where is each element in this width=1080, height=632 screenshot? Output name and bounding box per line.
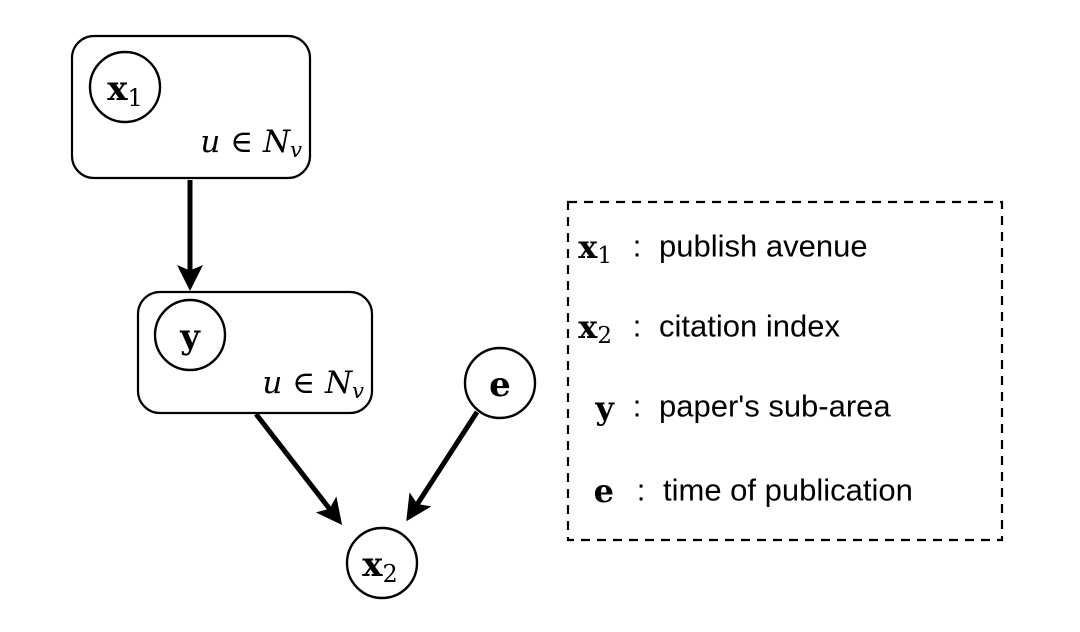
edge-y-to-x2: [254, 412, 343, 525]
plate-x1: x1 u ∈ Nv: [70, 34, 312, 180]
legend-row-y: y : paper's sub-area: [594, 389, 891, 428]
legend-colon-e: :: [637, 473, 646, 508]
legend-description-y: paper's sub-area: [659, 389, 891, 424]
node-x1-circle[interactable]: [88, 50, 162, 124]
legend: x1 : publish avenue x2 : citation index …: [566, 200, 1004, 542]
legend-description-e: time of publication: [663, 473, 913, 508]
node-e-circle[interactable]: [463, 346, 537, 420]
legend-symbol-x2: x2: [578, 308, 612, 349]
node-x1-label: x1: [107, 69, 143, 112]
legend-border: [566, 200, 1004, 542]
node-e-label: e: [489, 365, 511, 405]
legend-symbol-x1: x1: [578, 228, 612, 269]
node-x2: x2: [345, 526, 419, 600]
node-e: e: [463, 346, 537, 420]
node-y-label: y: [179, 317, 201, 357]
legend-colon-x2: :: [633, 309, 642, 344]
legend-symbol-y: y: [594, 389, 615, 427]
legend-colon-y: :: [633, 389, 642, 424]
plate-y-index: u ∈ Nv: [262, 365, 364, 403]
legend-description-x1: publish avenue: [659, 229, 868, 264]
edge-e-to-x2: [406, 410, 480, 522]
plate-y: y u ∈ Nv: [136, 290, 374, 415]
node-x2-circle[interactable]: [345, 526, 419, 600]
legend-row-e: e : time of publication: [594, 472, 913, 510]
plate-x1-index: u ∈ Nv: [200, 124, 302, 162]
node-x2-label: x2: [362, 545, 398, 588]
legend-description-x2: citation index: [659, 309, 840, 344]
legend-row-x1: x1 : publish avenue: [578, 228, 867, 269]
legend-symbol-e: e: [594, 472, 614, 510]
node-y-circle[interactable]: [153, 298, 227, 372]
legend-colon-x1: :: [633, 229, 642, 264]
legend-row-x2: x2 : citation index: [578, 308, 840, 349]
